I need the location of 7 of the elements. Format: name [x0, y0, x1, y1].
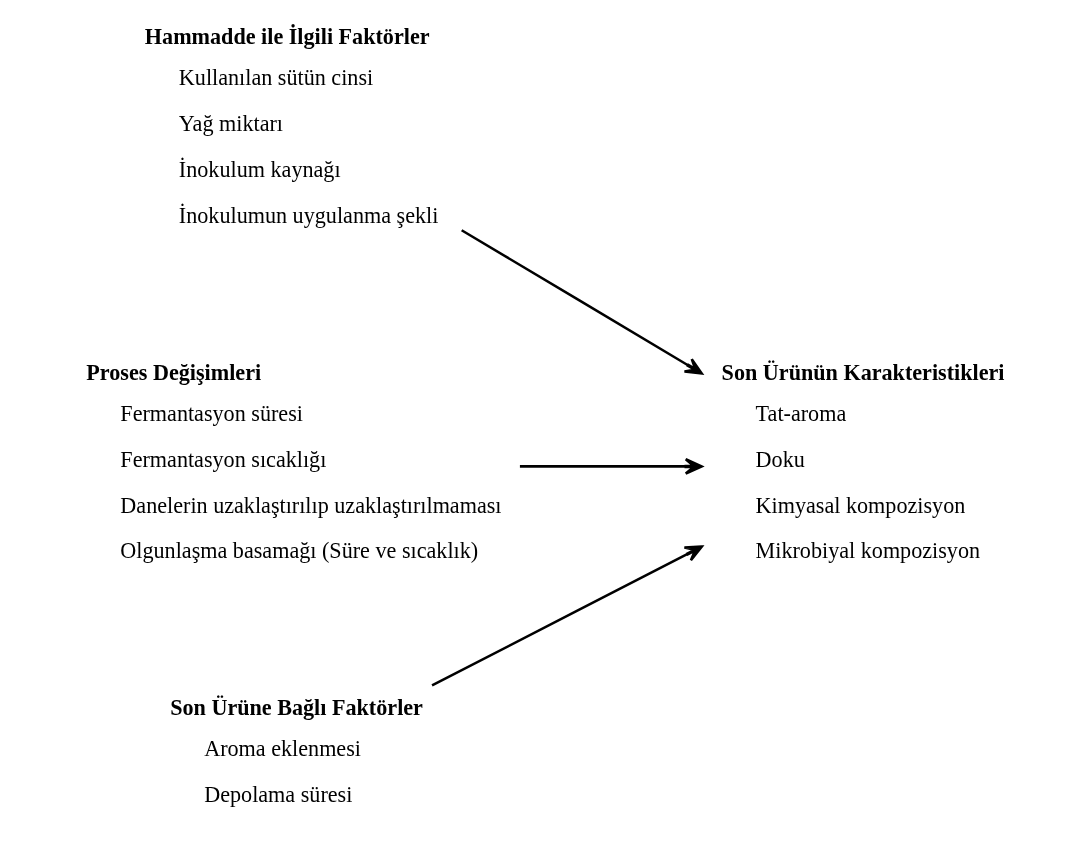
node-text: Son Ürünün Karakteristikleri Tat-aroma Doku Kimyasal kompozisyon Mikrobiyal kompozisyon — [721, 359, 1005, 564]
node-text: Hammadde ile İlgili Faktörler Kullanılan sütün cinsi Yağ miktarı İnokulum kaynağı İnokulumun uygulanma şekli — [144, 24, 438, 229]
arrow — [519, 458, 703, 475]
arrow — [460, 229, 703, 375]
arrow — [430, 545, 703, 687]
node-text: Proses Değişimleri Fermantasyon süresi Fermantasyon sıcaklığı Danelerin uzaklaştırılıp uzaklaştırılmaması Olgunlaşma basamağı (Süre ve sıcaklık) — [85, 359, 501, 564]
node-text: Son Ürüne Bağlı Faktörler Aroma eklenmesi Depolama süresi — [169, 695, 423, 808]
